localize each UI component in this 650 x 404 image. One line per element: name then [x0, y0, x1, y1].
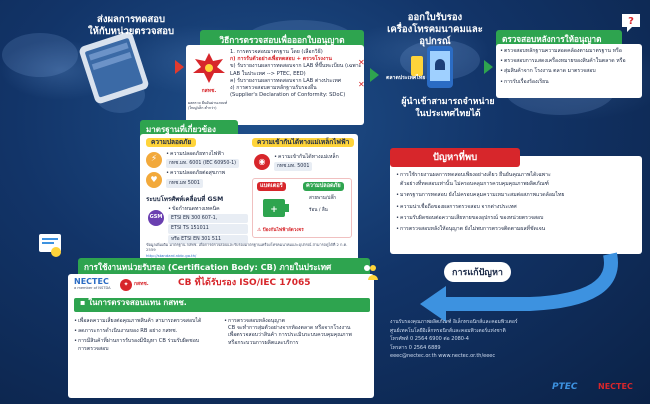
garuda-emblem-icon [193, 53, 225, 83]
gsm-icon: GSM [148, 210, 164, 226]
list-item: ลดภาระการดำเนินงานของ RB อย่าง กสทช. [74, 328, 214, 335]
standards-panel: มาตรฐานที่เกี่ยวข้อง ความปลอดภัย ⚡ ♥ ควา… [140, 120, 358, 262]
list-item: ตัวอย่างที่ทดสอบเท่านั้น ไม่ครอบคลุมการค… [400, 181, 549, 188]
issue-certificate-headline: ออกใบรับรอง เครื่องโทรคมนาคมและอุปกรณ์ [387, 12, 483, 47]
bullet-icon: ▪ [80, 298, 86, 307]
nbtc-cb-logo: ✦ กสทช. [120, 278, 172, 292]
cb-body: NECTEC a member of NSTDA ✦ กสทช. CB ที่ไ… [68, 274, 374, 398]
post-license-body: ตรวจสอบหลักฐานความสอดคล้องตามมาตรฐาน หรื… [496, 44, 642, 98]
list-item: ตรวจสอบการแสดงเครื่องหมายของสินค้าในตลาด… [500, 58, 638, 65]
standards-link[interactable]: http://standard.nbtc.go.th/ [146, 253, 197, 258]
process-step: 1. การตรวจสอบมาตรฐาน โดย (เลือกวิธี) [230, 49, 323, 55]
list-item: CB จะทำการสุ่มตัวอย่างจากท้องตลาด หรือจา… [228, 325, 351, 332]
ptec-logo: PTEC [552, 382, 578, 392]
process-step: ข) รับรายงานผลการทดสอบจาก LAB ที่ขึ้นทะเ… [230, 63, 362, 77]
process-body: กสทช. ผลตรวจ ยืนยันผ่านเกณฑ์ (ใหญ่/เล็ก … [186, 45, 365, 125]
problems-title: ปัญหาที่พบ [390, 148, 520, 167]
list-item: เพื่อลดความเสี่ยงต่อคุณภาพสินค้า สามารถต… [74, 318, 214, 325]
health-icon: ♥ [146, 172, 162, 188]
cb-title: การใช้งานหน่วยรับรอง (Certification Body… [78, 258, 370, 277]
svg-text:?: ? [628, 16, 634, 27]
post-license-panel: ตรวจสอบหลังการให้อนุญาต ? ตรวจสอบหลักฐาน… [496, 14, 642, 98]
cb-subtitle-bar: ▪ ในการตรวจสอบแทน กสทช. [74, 298, 370, 312]
process-steps: 1. การตรวจสอบมาตรฐาน โดย (เลือกวิธี) ก) … [230, 49, 362, 99]
solution-label: การแก้ปัญหา [444, 262, 511, 282]
nbtc-logo: กสทช. [190, 51, 228, 95]
tablet-illustration [70, 32, 156, 104]
people-icon [362, 265, 378, 280]
contact-block: งานรับรองคุณภาพผลิตภัณฑ์ อิเล็กทรอนิกส์แ… [390, 318, 600, 361]
process-step: ก) การรับตัวอย่างเพื่อทดสอบ + ตรวจโรงงาน [230, 56, 332, 63]
thai-market-caption: ตลาดประเทศไทย [386, 75, 426, 81]
safety-items: ความปลอดภัยทางไฟฟ้า กทช.มท. 6001 (IEC 60… [166, 151, 246, 188]
smartphone-icon [411, 46, 453, 88]
phone-illustration [405, 44, 475, 92]
arrow-right-icon [175, 60, 184, 74]
importer-headline: ผู้นำเข้าสามารถจำหน่าย ในประเทศไทยได้ [401, 97, 495, 119]
emc-tag: ความเข้ากันได้ทางแม่เหล็กไฟฟ้า [252, 138, 355, 148]
process-step: ค) รับรายงานผลการทดสอบจาก LAB ต่างประเทศ [230, 77, 342, 84]
arrow-right-icon [370, 68, 379, 82]
list-item: ความน่าเชื่อถือของผลการตรวจสอบ จากต่างปร… [396, 204, 636, 211]
standards-footnote: ข้อมูลเพิ่มเติม มาตรฐาน กสทช. เพื่อการตร… [146, 242, 348, 252]
tablet-icon [79, 32, 149, 104]
svg-text:+: + [270, 205, 278, 215]
battery-warning: ⚠ ป้องกันไฟฟ้าลัดวงจร [257, 228, 304, 233]
cb-right-list: การตรวจสอบหลังอนุญาต CB จะทำการสุ่มตัวอย… [224, 318, 370, 347]
cb-panel: การใช้งานหน่วยรับรอง (Certification Body… [68, 258, 374, 398]
problems-panel: การใช้รายงานผลการทดสอบเพียงอย่างเดียว ยื… [390, 148, 642, 254]
reject-x-icon: ✕ [358, 80, 365, 89]
nbtc-emblem-icon: ✦ [120, 279, 132, 291]
emc-items: ความเข้ากันได้ทางแม่เหล็ก กทช.มท. 5001 [274, 154, 354, 172]
cb-heading: CB ที่ได้รับรอง ISO/IEC 17065 [178, 278, 311, 288]
warning-icon: ⚠ [257, 228, 262, 233]
solution-arrow-icon [420, 252, 618, 322]
reject-x-icon: ✕ [358, 58, 365, 67]
list-item: เพื่อตรวจสอบว่าสินค้า การประเมินระบบควบค… [228, 332, 352, 339]
list-item: ตรวจสอบหลักฐานความสอดคล้องตามมาตรฐาน หรื… [500, 48, 638, 55]
safety-tag: ความปลอดภัย [146, 138, 197, 148]
standards-body: ความปลอดภัย ⚡ ♥ ความปลอดภัยทางไฟฟ้า กทช.… [140, 134, 358, 262]
gsm-items: ข้อกำหนดทางเทคนิค ETSI EN 300 607-1, ETS… [168, 206, 248, 244]
question-speech-icon: ? [620, 12, 642, 34]
cb-left-list: เพื่อลดความเสี่ยงต่อคุณภาพสินค้า สามารถต… [74, 318, 214, 353]
logo-caption: ผลตรวจ ยืนยันผ่านเกณฑ์ (ใหญ่/เล็ก ต่ำกว่… [188, 101, 228, 110]
gsm-title: ระบบโทรศัพท์เคลื่อนที่ GSM [146, 196, 224, 203]
process-step: (Supplier's Declaration of Conformity: S… [230, 92, 346, 99]
list-item: ความรับผิดชอบต่อความเสียหายของอุปกรณ์ ขอ… [396, 215, 636, 222]
list-item: การตรวจสอบหลังอนุญาต [224, 318, 370, 325]
list-item: การมีสินค้าที่ผ่านการรับรองมีปัญหา CB ร่… [74, 338, 214, 345]
problems-body: การใช้รายงานผลการทดสอบเพียงอย่างเดียว ยื… [390, 156, 642, 254]
list-item: การรับเรื่องร้องเรียน [500, 79, 638, 86]
list-item: การตรวจสอบ [78, 345, 109, 352]
lightning-icon: ⚡ [146, 152, 162, 168]
license-process-panel: วิธีการตรวจสอบเพื่อออกใบอนุญาต กสทช. ผลต… [186, 30, 365, 125]
contact-email-web[interactable]: eeec@nectec.or.th www.nectec.or.th/eeec [390, 353, 496, 360]
send-results-headline: ส่งผลการทดสอบ ให้กับหน่วยตรวจสอบ [88, 14, 175, 37]
list-item: สุ่มสินค้าจาก โรงงาน ตลาด มาตรวจสอบ [500, 68, 638, 75]
arrow-right-icon [484, 60, 493, 74]
list-item: หรือกระบวนการผลิตและบริการ [228, 339, 299, 346]
nectec-logo: NECTEC a member of NSTDA [74, 277, 111, 291]
certificate-icon [39, 234, 61, 257]
nectec-footer-logo: NECTEC [598, 382, 633, 391]
battery-box: แบตเตอรี่ ความปลอดภัย + สายพาน/ปลั๊ก ร้อ… [252, 178, 352, 238]
list-item: การตรวจสอบหลังให้อนุญาต ยังไม่พบการตรวจต… [396, 226, 636, 233]
radio-wave-icon: ◉ [254, 154, 270, 170]
process-step: ง) การตรวจสอบตามหลักฐานรับรองอื่น [230, 85, 317, 92]
list-item: มาตรฐานการทดสอบ ยังไม่ครอบคลุมความเหมาะส… [396, 192, 636, 199]
battery-icon: + [263, 199, 289, 217]
list-item: การใช้รายงานผลการทดสอบเพียงอย่างเดียว ยื… [396, 172, 636, 179]
